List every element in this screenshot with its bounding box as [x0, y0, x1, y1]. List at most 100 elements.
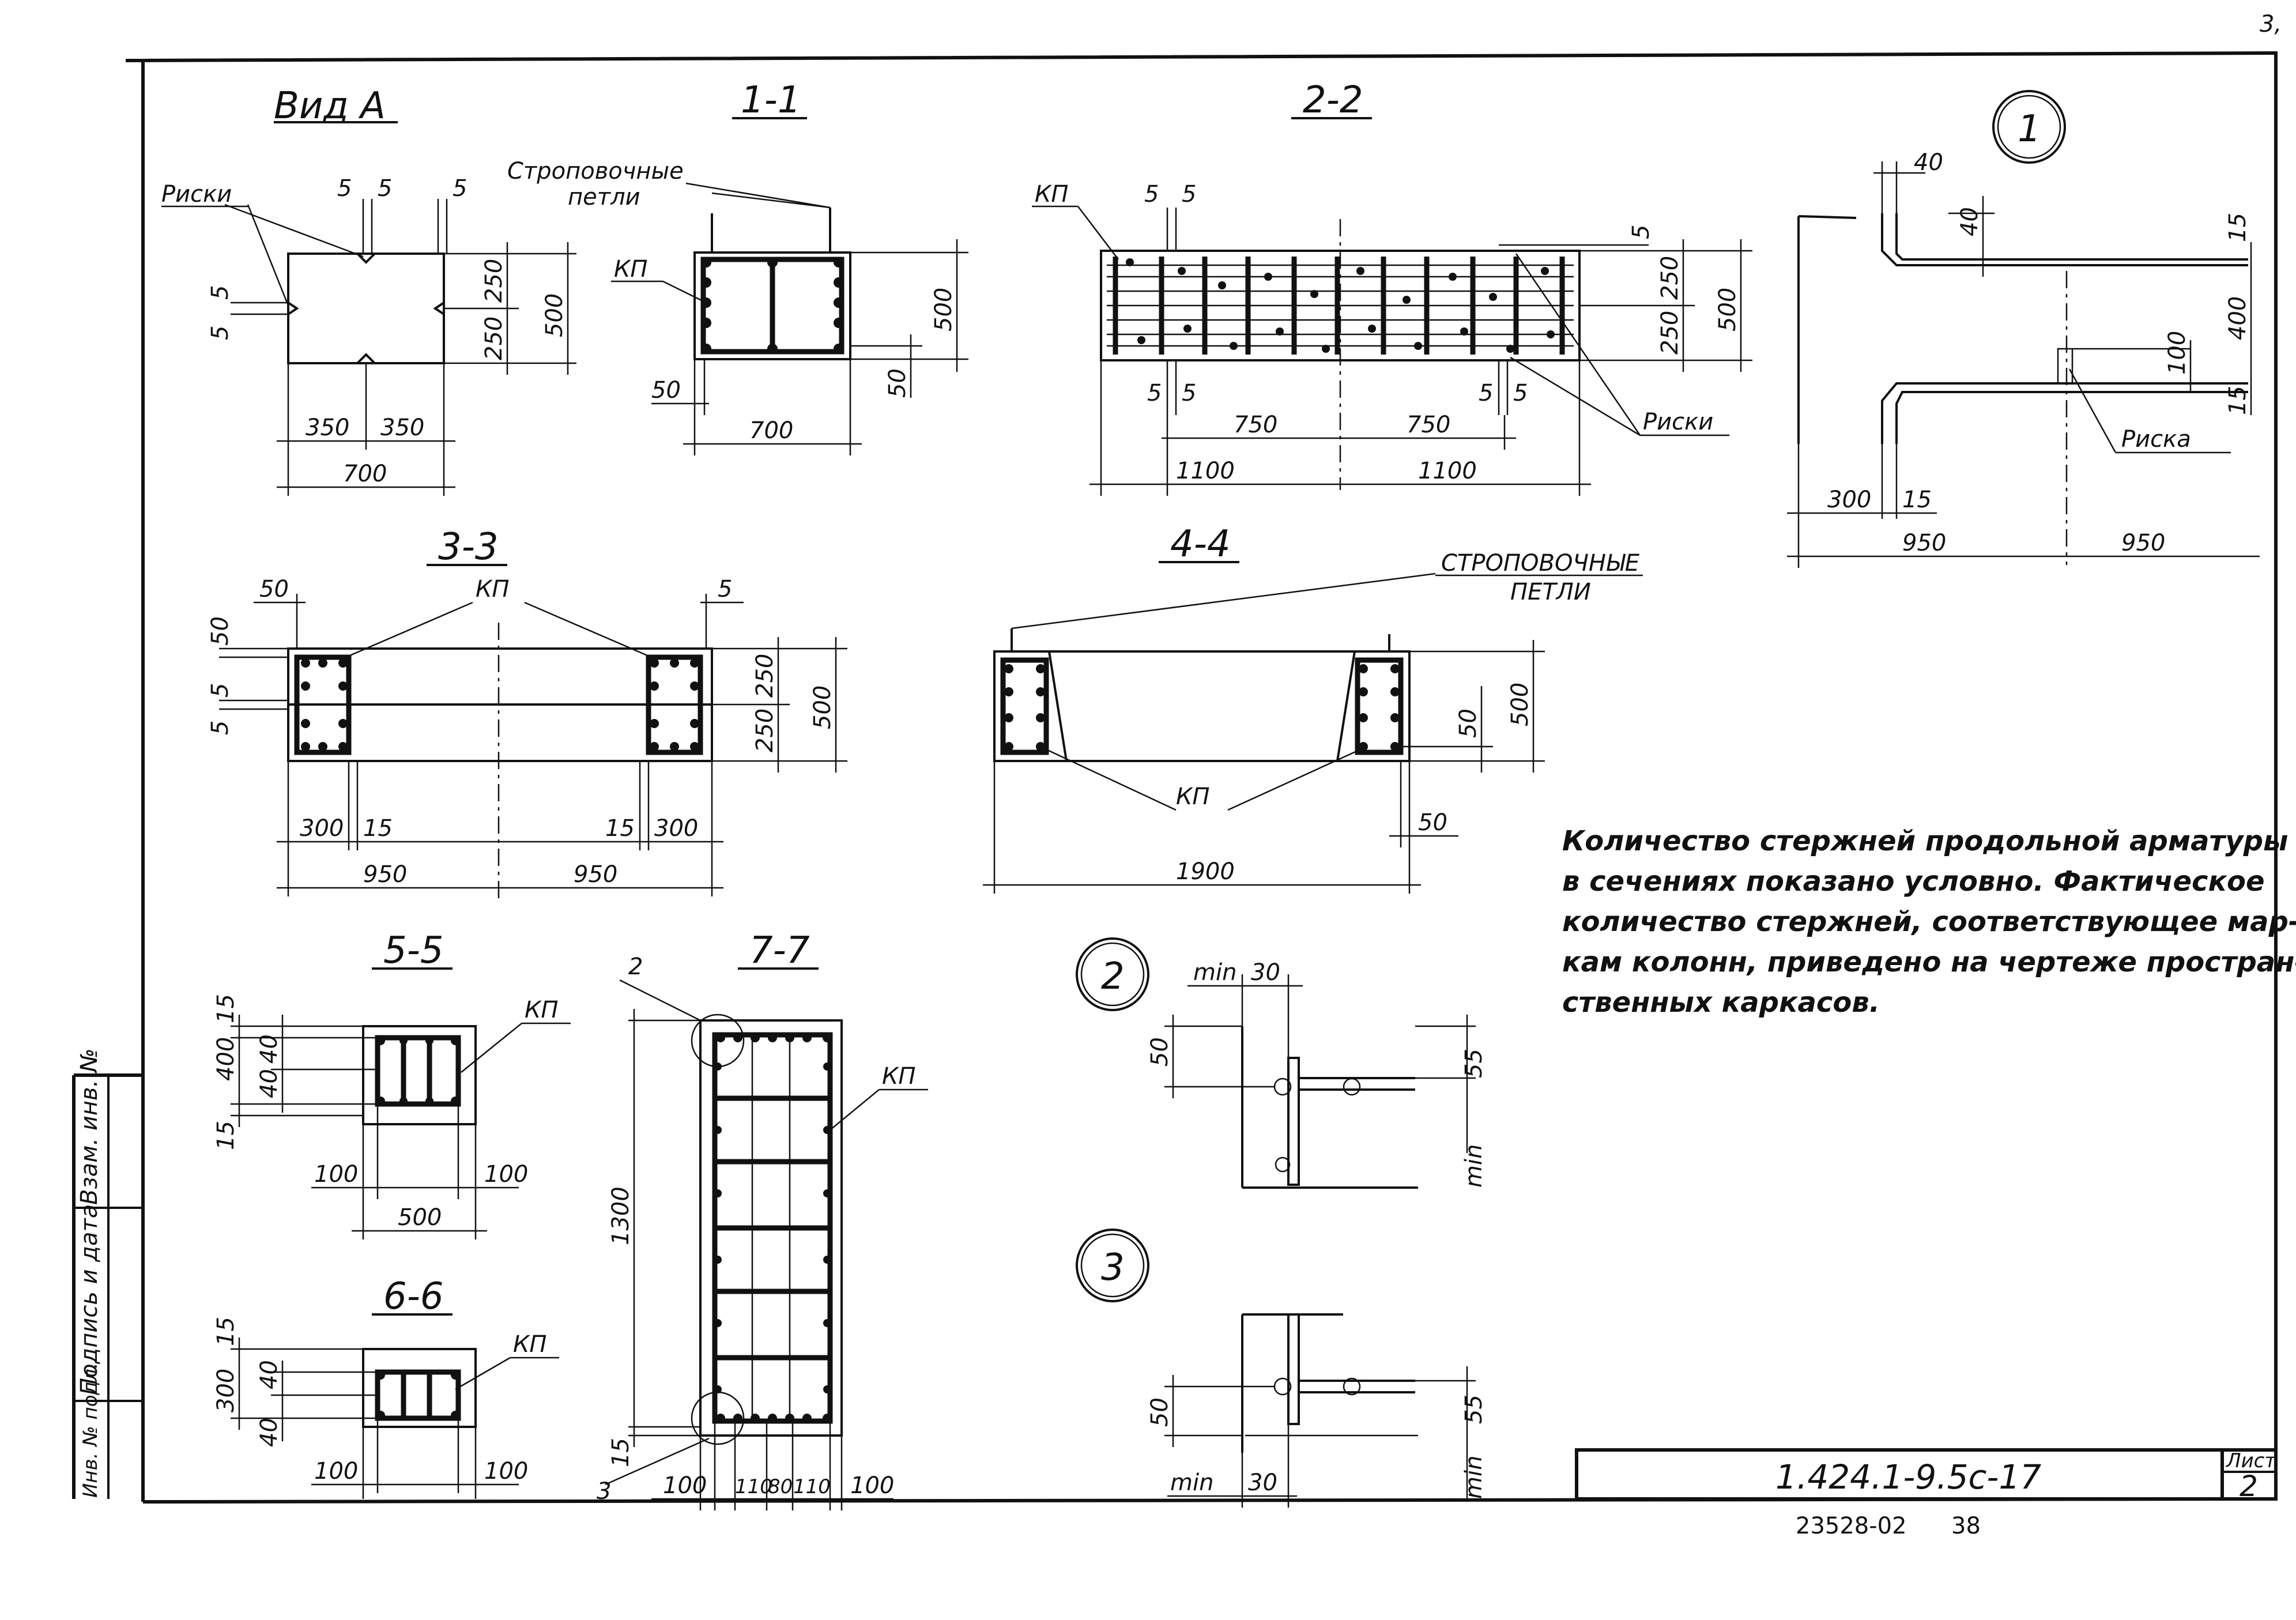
title-block: 1.424.1-9.5с-17 Лист 2 23528-02 38: [1575, 1448, 2278, 1539]
s77-dim-15: 15: [608, 1438, 634, 1467]
s33-dim-950a: 950: [363, 861, 407, 888]
s33-dim-300a: 300: [300, 815, 344, 842]
s77-kp-label: КП: [882, 1063, 915, 1090]
section-2-2-title: 2-2: [1303, 79, 1363, 122]
side-stamp-inv-podl: Инв. № подл.: [79, 1362, 102, 1498]
section-2-2: 2-2 5 5 КП: [1032, 79, 1752, 496]
s77-dim-80: 80: [768, 1475, 793, 1498]
s11-dim-500: 500: [930, 288, 957, 331]
d2-min-label: min: [1193, 959, 1236, 986]
note-line-5: ственных каркасов.: [1562, 986, 1880, 1019]
section-1-1-title: 1-1: [741, 79, 801, 122]
s11-kp-label: КП: [614, 256, 647, 282]
s11-strop-label-2: петли: [568, 184, 640, 210]
s33-dim-500: 500: [809, 685, 836, 729]
detail-2-number: 2: [1101, 955, 1125, 998]
s11-dim-700: 700: [749, 417, 793, 444]
d1-dim-950b: 950: [2121, 530, 2165, 556]
s22-dim-250a: 250: [1657, 256, 1683, 300]
s77-dim-110b: 110: [793, 1475, 831, 1498]
s11-dim-50r: 50: [884, 368, 911, 398]
archive-number: 23528-02: [1796, 1513, 1907, 1539]
s33-dim-15b: 15: [605, 815, 635, 842]
s33-dim-250a: 250: [752, 654, 778, 698]
s33-dim-15a: 15: [363, 815, 393, 842]
d3-dim-30: 30: [1248, 1470, 1277, 1496]
section-3-3: 3-3 КП 50 5 50 5 5: [207, 526, 847, 899]
s22-kp-label: КП: [1035, 181, 1068, 208]
d1-dim-40a: 40: [1914, 149, 1943, 176]
view-a-dim-5c: 5: [453, 175, 467, 202]
note-line-2: в сечениях показано условно. Фактическое: [1562, 865, 2265, 898]
detail-1: 1 40 40 15 400 15 100 Риска 300 15 950 9…: [1787, 90, 2260, 568]
side-stamp-podpis: Подпись и дата: [76, 1204, 103, 1395]
section-7-7-title: 7-7: [749, 929, 810, 972]
d1-dim-950a: 950: [1902, 530, 1946, 556]
view-a-dim-250a: 250: [481, 259, 507, 303]
section-4-4: 4-4 СТРОПОВОЧНЫЕ ПЕТЛИ КП 50 500: [983, 523, 1643, 894]
sheet-number: 2: [2240, 1470, 2258, 1503]
section-5-5: 5-5 КП 15 400 15 40 40 100 100 500: [213, 929, 571, 1240]
detail-3-marker: [1076, 1229, 1149, 1302]
s11-dim-50l: 50: [651, 377, 681, 404]
d3-dim-55: 55: [1461, 1395, 1487, 1424]
s55-dim-500: 500: [398, 1204, 442, 1231]
section-1-1: 1-1 Строповочные петли КП 500 50 50: [507, 79, 968, 455]
d1-riska-label: Риска: [2121, 426, 2191, 453]
s55-dim-400: 400: [213, 1037, 239, 1081]
view-a-dim-5b: 5: [378, 175, 392, 202]
note-line-1: Количество стержней продольной арматуры: [1562, 825, 2288, 857]
section-7-7: 7-7 2 3 КП: [597, 929, 928, 1510]
s33-dim-5c: 5: [207, 721, 233, 735]
d2-dim-55: 55: [1461, 1049, 1487, 1078]
section-5-5-title: 5-5: [383, 929, 444, 972]
section-3-3-title: 3-3: [438, 526, 499, 568]
side-stamp-vzam: Взам. инв. №: [76, 1048, 103, 1205]
note-line-4: кам колонн, приведено на чертеже простра…: [1562, 946, 2296, 978]
s44-dim-1900: 1900: [1176, 858, 1235, 885]
s22-dim-5a: 5: [1144, 181, 1159, 208]
s33-dim-300b: 300: [654, 815, 698, 842]
s77-dim-1300: 1300: [608, 1186, 634, 1245]
s33-dim-250b: 250: [752, 709, 778, 752]
d3-dim-50: 50: [1147, 1397, 1173, 1427]
s66-dim-100a: 100: [314, 1458, 358, 1485]
s55-dim-40a: 40: [256, 1034, 282, 1064]
s33-kp-label: КП: [476, 576, 509, 602]
detail-1-number: 1: [2018, 108, 2041, 150]
section-4-4-title: 4-4: [1170, 523, 1231, 566]
general-note: Количество стержней продольной арматуры …: [1562, 825, 2296, 1019]
s55-dim-40b: 40: [256, 1069, 282, 1098]
s44-strop-label-2: ПЕТЛИ: [1510, 579, 1591, 605]
s66-dim-40a: 40: [256, 1360, 282, 1389]
s66-dim-15: 15: [213, 1317, 239, 1346]
d2-dim-50: 50: [1147, 1037, 1173, 1067]
s11-strop-label-1: Строповочные: [507, 158, 684, 184]
d1-dim-400: 400: [2225, 296, 2251, 340]
detail-3-number: 3: [1101, 1246, 1125, 1289]
detail-2: 2 min 30 50 55 min: [1076, 937, 1487, 1189]
view-a-dim-5e: 5: [207, 326, 233, 340]
d1-dim-15c: 15: [1902, 487, 1932, 513]
s22-dim-5d: 5: [1147, 380, 1162, 406]
s22-dim-5e: 5: [1182, 380, 1196, 406]
note-line-3: количество стержней, соответствующее мар…: [1562, 906, 2296, 938]
s22-dim-250b: 250: [1657, 311, 1683, 355]
s66-dim-100b: 100: [484, 1458, 528, 1485]
s77-dim-100b: 100: [850, 1472, 894, 1499]
section-6-6: 6-6 КП 15 300 40 40 100 100: [213, 1275, 559, 1499]
s33-dim-50b: 50: [207, 616, 233, 646]
s44-kp-label: КП: [1176, 783, 1209, 810]
view-a: Вид А Риски 5 5 5 250 250 500 5 5: [161, 85, 576, 496]
s22-dim-5g: 5: [1513, 380, 1528, 406]
s33-dim-50a: 50: [259, 576, 289, 602]
section-6-6-title: 6-6: [383, 1275, 444, 1318]
s44-strop-label-1: СТРОПОВОЧНЫЕ: [1441, 550, 1640, 577]
s55-kp-label: КП: [525, 997, 558, 1023]
d1-dim-40b: 40: [1956, 207, 1983, 236]
s55-dim-15b: 15: [213, 1121, 239, 1150]
d3-min-label-b: min: [1461, 1456, 1487, 1499]
s66-dim-40b: 40: [256, 1418, 282, 1447]
